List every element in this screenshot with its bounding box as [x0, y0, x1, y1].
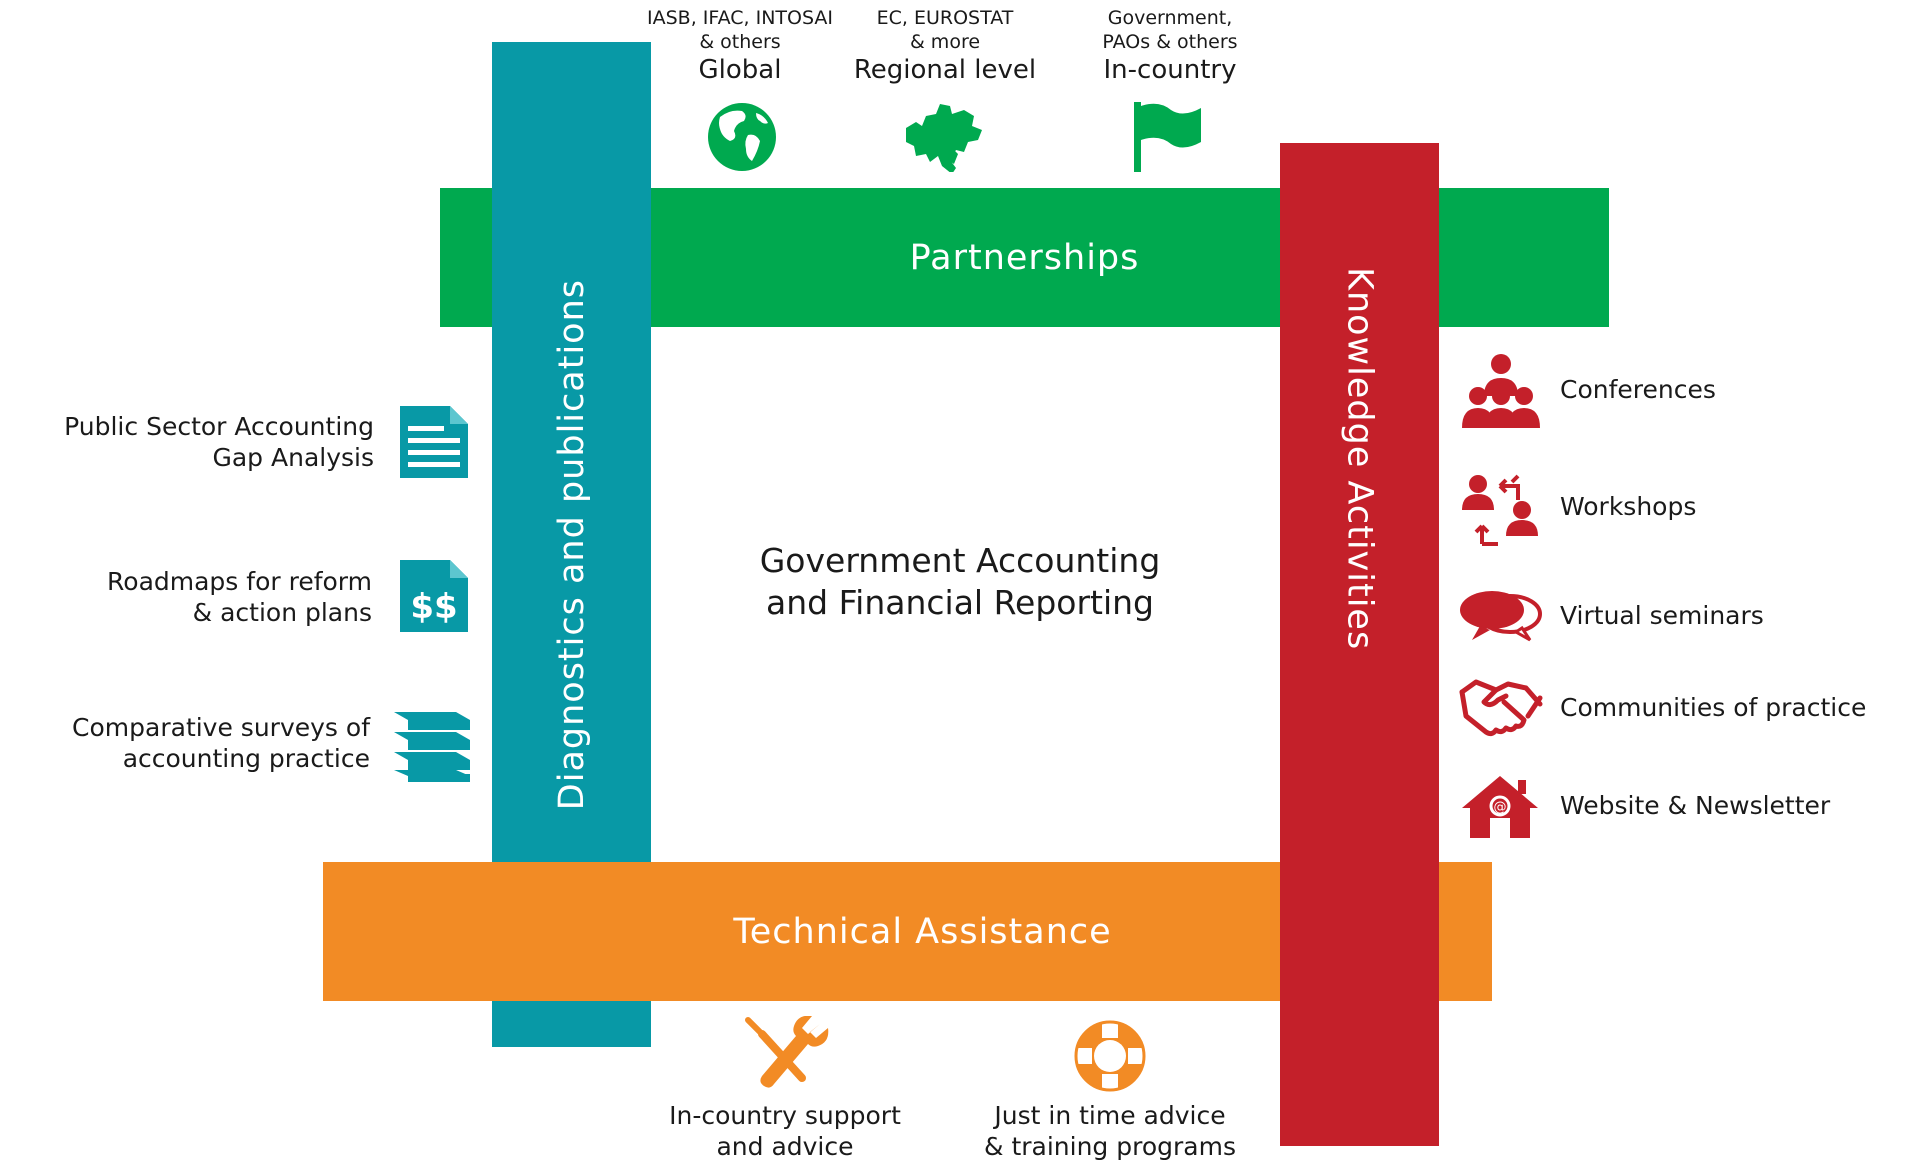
dollar-document-icon: $$	[398, 558, 470, 634]
knowledge-item-website: Website & Newsletter	[1560, 791, 1831, 820]
partner-global: IASB, IFAC, INTOSAI & others Global	[620, 6, 860, 86]
house-at-icon: @	[1460, 774, 1540, 838]
lifebuoy-icon	[1068, 1018, 1152, 1094]
technical-bar-label: Technical Assistance	[733, 911, 1112, 952]
diagnostic-item-surveys-line1: Comparative surveys of	[72, 713, 370, 742]
diagnostics-bar-label: Diagnostics and publications	[551, 278, 592, 811]
diagnostic-item-gap-analysis: Public Sector Accounting Gap Analysis	[0, 411, 374, 473]
diagnostic-item-roadmaps-line1: Roadmaps for reform	[107, 567, 372, 596]
workshop-icon	[1460, 474, 1542, 546]
europe-map-icon	[900, 98, 990, 172]
partner-incountry-line1: Government,	[1107, 7, 1233, 29]
diagnostic-item-gap-analysis-line1: Public Sector Accounting	[64, 412, 374, 441]
technical-item-training-line1: Just in time advice	[994, 1101, 1226, 1130]
technical-item-incountry-line2: and advice	[716, 1132, 854, 1161]
knowledge-item-conferences: Conferences	[1560, 375, 1716, 404]
partner-incountry-level: In-country	[1103, 55, 1237, 85]
partner-global-line2: & others	[699, 31, 781, 53]
knowledge-item-workshops: Workshops	[1560, 492, 1697, 521]
partner-regional-line1: EC, EUROSTAT	[876, 7, 1014, 29]
partner-global-level: Global	[698, 55, 782, 85]
partner-incountry: Government, PAOs & others In-country	[1060, 6, 1280, 86]
diagnostic-item-roadmaps: Roadmaps for reform & action plans	[0, 566, 372, 628]
speech-bubbles-icon	[1458, 588, 1544, 648]
knowledge-item-virtual-seminars: Virtual seminars	[1560, 601, 1764, 630]
svg-text:$$: $$	[410, 587, 457, 627]
document-icon	[398, 404, 470, 480]
center-title-line1: Government Accounting	[759, 541, 1161, 580]
globe-icon	[700, 101, 784, 173]
partnerships-bar-label: Partnerships	[909, 237, 1140, 278]
partner-regional-level: Regional level	[853, 55, 1037, 85]
diagnostic-item-surveys-line2: accounting practice	[122, 744, 370, 773]
partner-regional-line2: & more	[909, 31, 981, 53]
center-title: Government Accounting and Financial Repo…	[700, 540, 1220, 624]
diagnostic-item-roadmaps-line2: & action plans	[192, 598, 372, 627]
knowledge-item-communities: Communities of practice	[1560, 693, 1867, 722]
partner-regional: EC, EUROSTAT & more Regional level	[830, 6, 1060, 86]
partner-global-line1: IASB, IFAC, INTOSAI	[647, 7, 833, 29]
handshake-icon	[1458, 676, 1544, 738]
technical-item-incountry: In-country support and advice	[640, 1100, 930, 1162]
flag-icon	[1130, 98, 1210, 174]
tools-icon	[740, 1016, 830, 1092]
technical-item-training-line2: & training programs	[984, 1132, 1236, 1161]
technical-item-training: Just in time advice & training programs	[960, 1100, 1260, 1162]
diagnostic-item-surveys: Comparative surveys of accounting practi…	[0, 712, 370, 774]
partner-incountry-line2: PAOs & others	[1102, 31, 1238, 53]
svg-text:@: @	[1494, 800, 1507, 815]
stacked-books-icon	[390, 708, 474, 784]
center-title-line2: and Financial Reporting	[766, 583, 1154, 622]
knowledge-bar-label: Knowledge Activities	[1339, 266, 1380, 651]
diagnostic-item-gap-analysis-line2: Gap Analysis	[212, 443, 374, 472]
conference-icon	[1460, 352, 1542, 428]
knowledge-bar: Knowledge Activities	[1280, 143, 1439, 1146]
technical-item-incountry-line1: In-country support	[669, 1101, 901, 1130]
